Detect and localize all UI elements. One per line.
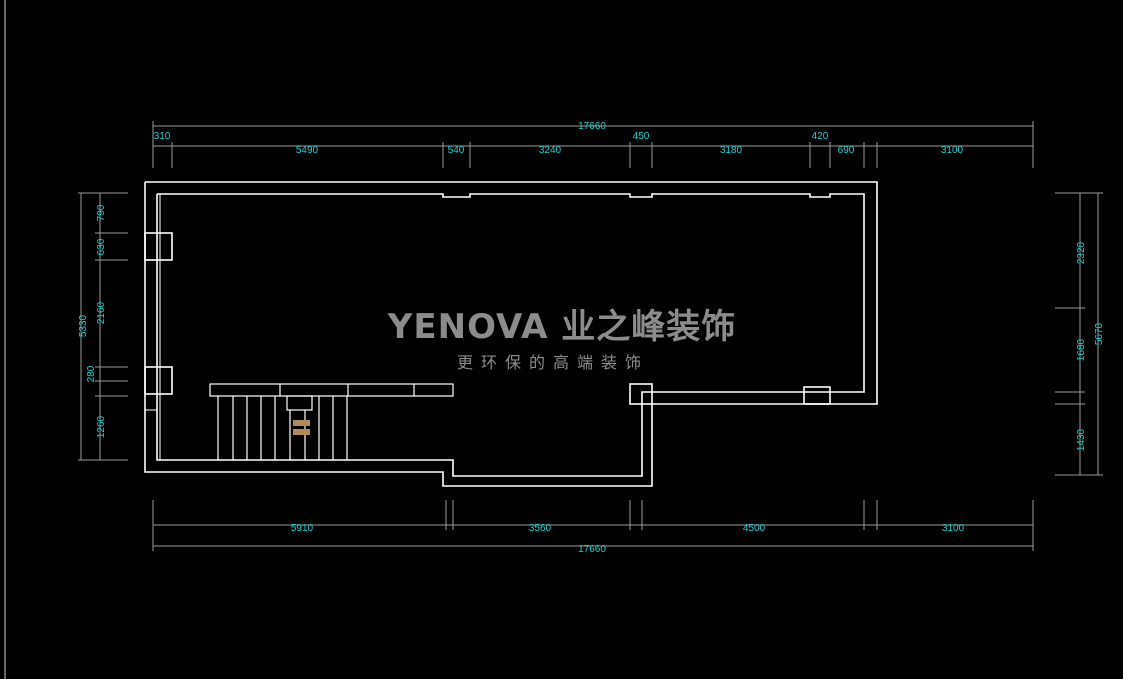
dim-right-total: 5670 (1094, 322, 1105, 345)
dim-left-seg: 2160 (96, 301, 107, 324)
dim-bottom-seg: 4500 (743, 523, 766, 534)
watermark-brand: YENOVA 业之峰装饰 (387, 307, 736, 347)
dim-top-seg: 690 (838, 145, 855, 156)
inner-wall (156, 193, 865, 477)
dim-top-seg: 3100 (941, 145, 964, 156)
watermark-slogan: 更环保的高端装饰 (457, 353, 649, 372)
dim-right-seg: 1680 (1076, 338, 1087, 361)
dimension-lines (78, 125, 1103, 551)
dim-top-seg: 3240 (539, 145, 562, 156)
floor-plan-walls (144, 181, 878, 487)
dim-right-seg: 1430 (1076, 428, 1087, 451)
top-dimension-ticks (152, 121, 1034, 168)
dim-bottom-seg: 5910 (291, 523, 314, 534)
dim-left-total: 5330 (78, 314, 89, 337)
dim-left-seg: 630 (96, 238, 107, 255)
dim-bottom-seg: 3100 (942, 523, 965, 534)
outer-wall (144, 181, 878, 487)
dim-left-seg: 280 (86, 365, 97, 382)
column (629, 383, 653, 405)
dim-top-seg: 540 (448, 145, 465, 156)
dim-top-seg: 420 (812, 131, 829, 142)
dim-left-seg: 1260 (96, 415, 107, 438)
watermark: YENOVA 业之峰装饰 更环保的高端装饰 (387, 307, 736, 372)
dim-top-seg: 310 (154, 131, 171, 142)
stair-landing (209, 383, 454, 397)
dim-top-seg: 3180 (720, 145, 743, 156)
dim-top-total: 17660 (578, 121, 606, 132)
stair-newel (286, 395, 313, 411)
staircase (209, 383, 454, 460)
column (144, 232, 173, 261)
dim-top-seg: 450 (633, 131, 650, 142)
stair-marker (293, 420, 310, 426)
column (144, 366, 173, 395)
dim-bottom-seg: 3560 (529, 523, 552, 534)
stair-marker (293, 429, 310, 435)
dim-top-seg: 5490 (296, 145, 319, 156)
column (803, 386, 831, 405)
dim-right-seg: 2320 (1076, 241, 1087, 264)
dim-left-seg: 790 (96, 204, 107, 221)
dimension-labels: 17660 310 5490 540 3240 450 3180 420 690… (78, 121, 1105, 555)
dim-bottom-total: 17660 (578, 544, 606, 555)
